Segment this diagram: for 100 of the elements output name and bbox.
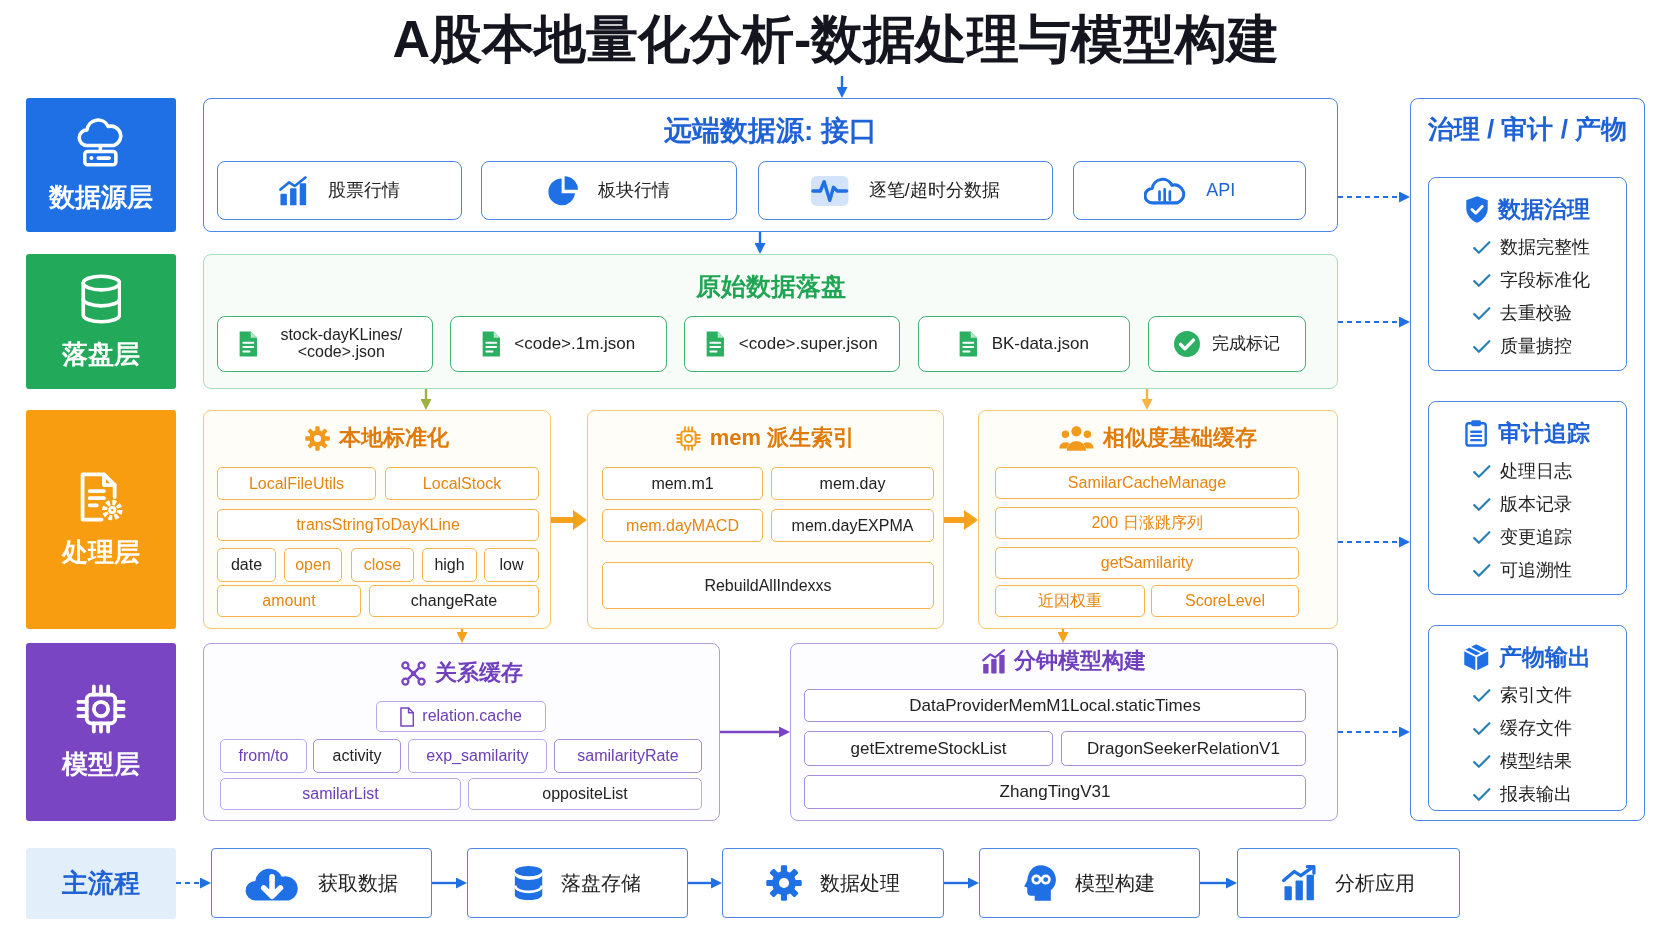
file-tag [376,701,546,732]
field-tag: samilarList [220,778,461,810]
layer-panel [790,643,1338,821]
field-tag: 近因权重 [995,585,1145,617]
card-label: API [1206,180,1236,201]
field-tag: oppositeList [468,778,702,810]
arrow [720,726,790,738]
layer-title: 处理层 [62,537,140,568]
dashed-arrow [1337,316,1410,328]
dashed-arrow [1337,191,1410,203]
dashed-arrow [175,877,211,889]
source-card [481,161,737,220]
field-tag: samilarityRate [554,739,702,773]
list-item: 字段标准化 [1499,269,1590,291]
field-tag: LocalStock [385,467,539,500]
step-card [722,848,944,918]
layer-panel [978,410,1338,629]
section-title: 分钟模型构建 [1014,648,1147,674]
arrow [456,629,468,643]
arrow [551,510,587,530]
file-card [1148,316,1306,372]
source-card [1073,161,1306,220]
field-tag: close [351,548,414,582]
field-tag: mem.day [771,467,934,500]
arrow [1141,389,1153,410]
layer-label [26,254,176,389]
flow-label: 主流程 [26,848,176,919]
panel-title: 审计追踪 [1497,419,1590,447]
step-card [1237,848,1460,918]
file-card [684,316,900,372]
list-item: 处理日志 [1499,460,1572,482]
layer-panel [203,410,551,629]
list-panel [1428,625,1627,811]
card-label: 股票行情 [327,180,400,201]
field-tag: changeRate [369,585,539,617]
field-tag: RebuildAllIndexxs [602,562,934,609]
step-label: 获取数据 [318,871,399,895]
list-item: 索引文件 [1499,684,1572,706]
field-tag: amount [217,585,361,617]
dashed-arrow [1337,536,1410,548]
field-tag: low [484,548,539,582]
list-item: 去重校验 [1499,302,1572,324]
layer-panel [203,98,1338,232]
layer-label [26,410,176,629]
list-item: 模型结果 [1499,750,1572,772]
section-title: 治理 / 审计 / 产物 [1427,115,1628,145]
list-panel [1428,177,1627,371]
arrow [432,877,467,889]
layer-panel [203,254,1338,389]
panel-title: 产物输出 [1498,643,1591,671]
section-title: 远端数据源: 接口 [663,114,878,148]
panel-title: 数据治理 [1497,195,1590,223]
section-title: 本地标准化 [339,425,449,451]
layer-title: 落盘层 [62,339,140,370]
layer-panel [1410,98,1645,821]
field-tag: transStringToDayKLine [217,509,539,541]
step-card [467,848,688,918]
arrow [1057,629,1069,643]
section-title: 原始数据落盘 [695,271,846,301]
field-tag: ZhangTingV31 [804,775,1306,809]
section-title: 相似度基础缓存 [1102,425,1257,451]
field-tag: from/to [220,739,307,773]
field-tag: mem.m1 [602,467,763,500]
arrow [754,232,766,254]
field-tag: open [284,548,342,582]
step-label: 落盘存储 [561,871,642,895]
layer-label [26,98,176,232]
field-tag: 200 日涨跳序列 [995,507,1299,539]
list-item: 版本记录 [1499,493,1572,515]
section-title: mem 派生索引 [709,425,856,451]
field-tag: ScoreLevel [1151,585,1299,617]
field-tag: getSamilarity [995,547,1299,579]
field-tag: high [422,548,477,582]
step-card [979,848,1200,918]
dashed-arrow [1337,726,1410,738]
card-label: 逐笔/超时分数据 [868,180,1000,201]
layer-panel [587,410,944,629]
file-card [918,316,1130,372]
card-label: BK-data.json [991,334,1089,354]
field-tag: getExtremeStockList [804,731,1053,766]
layer-panel [203,643,720,821]
step-label: 数据处理 [820,871,900,895]
field-tag: exp_samilarity [408,739,547,773]
card-label: <code>.1m.json [514,334,636,354]
field-tag: DragonSeekerRelationV1 [1061,731,1306,766]
layer-label [26,643,176,821]
list-item: 数据完整性 [1499,236,1590,258]
step-label: 分析应用 [1334,871,1415,895]
arrow [420,389,432,410]
source-card [217,161,462,220]
section-title: 关系缓存 [434,660,523,686]
list-item: 缓存文件 [1499,717,1572,739]
field-tag: mem.dayMACD [602,509,763,542]
arrow [944,510,978,530]
card-label: stock-dayKLines/ <code>.json [279,327,404,361]
field-tag: date [217,548,276,582]
arrow [836,76,848,98]
arrow [688,877,722,889]
list-panel [1428,401,1627,595]
field-tag: SamilarCacheManage [995,467,1299,499]
